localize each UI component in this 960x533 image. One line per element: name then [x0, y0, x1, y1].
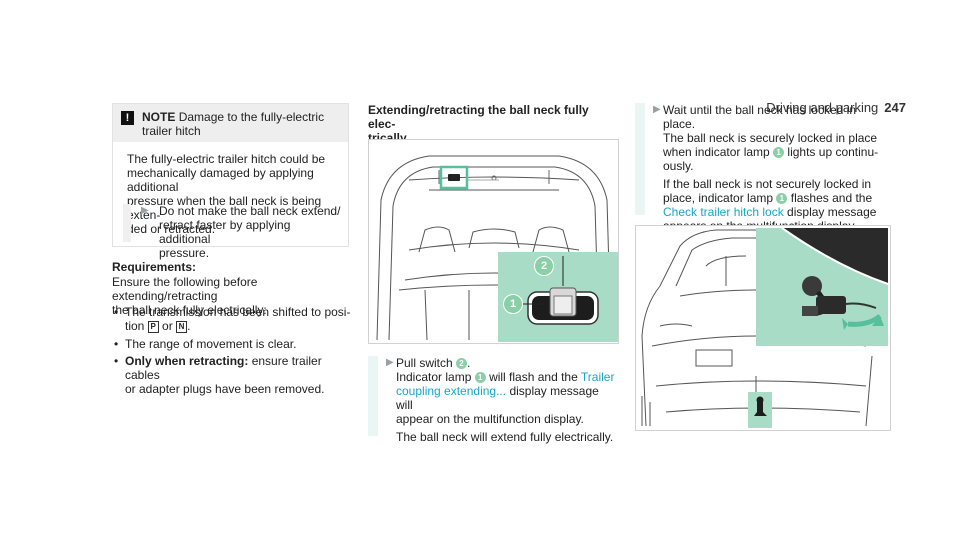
bullet-rest: ensure trailer cables	[125, 354, 322, 382]
step-text: Pull switch 2. Indicator lamp 1 will fla…	[396, 356, 618, 444]
bullet-end: .	[187, 319, 191, 333]
step-line: Check trailer hitch lock display message	[663, 205, 890, 219]
bullet-dot: •	[114, 354, 119, 368]
bullet-bold: Only when retracting:	[125, 354, 249, 368]
note-body-line: mechanically damaged by applying additio…	[127, 166, 314, 194]
step-text: Wait until the ball neck has locked in p…	[663, 103, 890, 233]
callout-2-icon: 2	[456, 358, 468, 369]
requirements-heading: Requirements:	[112, 260, 197, 274]
bullet-dot: •	[114, 305, 119, 319]
section-heading-line: Extending/retracting the ball neck fully…	[368, 103, 589, 131]
step-line: Pull switch 2.	[396, 356, 618, 370]
note-body-line: ded or retracted.	[127, 222, 216, 236]
step-line: appear on the multifunction display.	[396, 412, 584, 426]
note-action-text: Do not make the ball neck extend/ retrac…	[159, 204, 344, 260]
step-arrow-icon: ▶	[386, 357, 394, 368]
step-bar	[635, 103, 645, 215]
flash-text: will flash and the	[489, 370, 578, 384]
note-action: ▶ Do not make the ball neck extend/ retr…	[123, 204, 343, 260]
note-action-line: pressure.	[159, 246, 210, 260]
note-action-line: retract faster by applying additional	[159, 218, 291, 246]
bullet-or: or	[162, 319, 173, 333]
requirements-intro: Ensure the following before extending/re…	[112, 275, 352, 317]
display-text: display message will	[396, 384, 599, 412]
display-message-text: Check trailer hitch lock	[663, 205, 784, 219]
note-body-line: The fully-electric trailer hitch could b…	[127, 152, 326, 166]
trunk-illustration: 2 1	[368, 139, 619, 344]
display-message-text: coupling extending...	[396, 384, 507, 398]
line-part: when indicator lamp	[663, 145, 770, 159]
bullet-line-2: tion P or N.	[125, 319, 350, 333]
note-box: ! NOTE Damage to the fully-electric trai…	[112, 103, 349, 260]
note-label: NOTE	[142, 110, 176, 124]
bullet-text: The transmission has been shifted to pos…	[125, 305, 350, 333]
bullet-line: or adapter plugs have been removed.	[125, 382, 325, 396]
section-title: Driving and parking	[766, 100, 879, 115]
note-body-line: pressure when the ball neck is being ext…	[127, 194, 322, 222]
warning-icon: !	[121, 111, 134, 125]
step-line: when indicator lamp 1 lights up continu-	[663, 145, 890, 159]
pull-switch-step: ▶ Pull switch 2. Indicator lamp 1 will f…	[368, 356, 618, 444]
car-rear-drawing	[641, 227, 889, 428]
gear-p-key-icon: P	[147, 321, 159, 333]
callout-2-switch: 2	[534, 256, 554, 276]
bullet-line: tion	[125, 319, 145, 333]
trunk-lid-drawing	[376, 155, 618, 342]
step-line: Wait until the ball neck has locked in p…	[663, 103, 856, 131]
step-line: The ball neck will extend fully electric…	[396, 430, 614, 444]
step-arrow-icon: ▶	[141, 205, 149, 216]
step-line: coupling extending... display message wi…	[396, 384, 618, 412]
bullet-line: The transmission has been shifted to pos…	[125, 305, 351, 319]
pull-dot: .	[467, 356, 471, 370]
line-part: display message	[783, 205, 877, 219]
note-title-text: Damage to the fully-electric trailer hit…	[142, 110, 325, 138]
line-part: flashes and the	[790, 191, 873, 205]
step-line: Indicator lamp 1 will flash and the Trai…	[396, 370, 618, 384]
bullet-dot: •	[114, 337, 119, 351]
line-part: place, indicator lamp	[663, 191, 774, 205]
note-body: The fully-electric trailer hitch could b…	[127, 152, 342, 236]
note-title: NOTE Damage to the fully-electric traile…	[142, 110, 342, 138]
callout-1-icon: 1	[776, 193, 788, 204]
note-header: ! NOTE Damage to the fully-electric trai…	[113, 104, 348, 142]
callout-1-icon: 1	[773, 147, 785, 158]
lamp-highlight-box	[439, 165, 469, 190]
bullet-text: The range of movement is clear.	[125, 337, 297, 351]
action-bar	[123, 204, 131, 242]
callout-1-icon: 1	[474, 372, 486, 383]
gear-n-key-icon: N	[176, 321, 188, 333]
car-rear-illustration	[635, 225, 891, 431]
display-message-text: Trailer	[580, 370, 615, 384]
step-line: If the ball neck is not securely locked …	[663, 177, 872, 191]
requirements-intro-line: the ball neck fully electrically:	[112, 303, 267, 317]
wait-step: ▶ Wait until the ball neck has locked in…	[635, 103, 890, 233]
lamp-text: Indicator lamp	[396, 370, 472, 384]
pull-text: Pull switch	[396, 356, 453, 370]
requirement-bullet-retracting: • Only when retracting: ensure trailer c…	[114, 354, 354, 396]
callout-1-lamp: 1	[503, 294, 523, 314]
page-number: 247	[884, 100, 906, 115]
page-header: Driving and parking 247	[766, 100, 906, 115]
step-bar	[368, 356, 378, 436]
requirement-bullet-range: • The range of movement is clear.	[114, 337, 354, 351]
requirements-intro-line: Ensure the following before extending/re…	[112, 275, 258, 303]
bullet-text: Only when retracting: ensure trailer cab…	[125, 354, 354, 396]
requirement-bullet-transmission: • The transmission has been shifted to p…	[114, 305, 354, 333]
step-line: place, indicator lamp 1 flashes and the	[663, 191, 890, 205]
step-line: ously.	[663, 159, 694, 173]
step-arrow-icon: ▶	[653, 104, 661, 115]
note-action-line: Do not make the ball neck extend/	[159, 204, 341, 218]
line-part: lights up continu-	[787, 145, 879, 159]
bullet-line: Only when retracting: ensure trailer cab…	[125, 354, 354, 382]
step-line: The ball neck is securely locked in plac…	[663, 131, 878, 145]
